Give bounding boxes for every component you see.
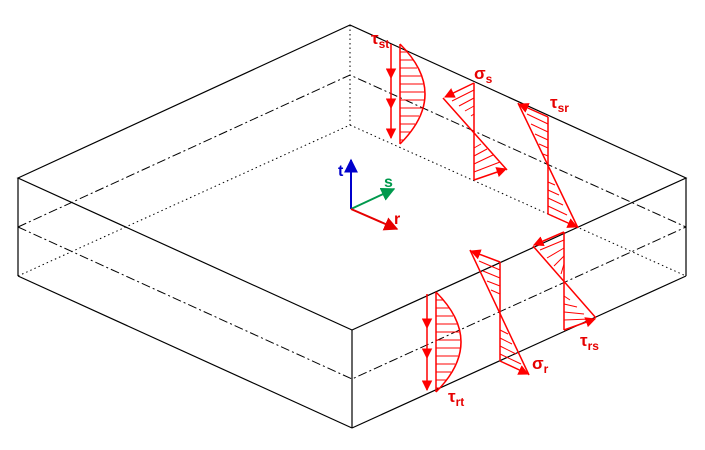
label-tau-rs: τrs bbox=[580, 331, 599, 353]
sigma-s-distribution bbox=[442, 82, 508, 181]
axis-r-arrow bbox=[350, 208, 399, 231]
tau-rt-hatching bbox=[436, 299, 460, 389]
plate-bottom-right-edge bbox=[351, 275, 687, 429]
sigma-s-hatching bbox=[451, 89, 501, 173]
axis-r-label: r bbox=[394, 211, 400, 228]
tau-st-hatching bbox=[400, 51, 424, 141]
axis-s-label: s bbox=[384, 174, 393, 191]
plate-hidden-edges bbox=[17, 25, 687, 277]
local-axes: t s r bbox=[338, 158, 400, 231]
label-tau-st: τst bbox=[371, 29, 389, 51]
tau-st-distribution bbox=[385, 43, 426, 145]
tau-rs-distribution bbox=[532, 231, 597, 331]
tau-sr-distribution bbox=[517, 102, 579, 229]
plate-solid-edges bbox=[16, 24, 688, 429]
sigma-r-hatching bbox=[478, 260, 522, 365]
tau-rs-hatching bbox=[539, 239, 591, 321]
tau-rt-distribution bbox=[421, 291, 462, 393]
label-sigma-r: σr bbox=[532, 354, 549, 376]
sigma-r-distribution bbox=[469, 249, 530, 376]
axis-s-arrow bbox=[350, 187, 396, 210]
plate-bottom-left-edge bbox=[17, 275, 353, 429]
tau-sr-hatching bbox=[526, 113, 568, 216]
plate-mid-surface bbox=[17, 74, 687, 380]
label-tau-rt: τrt bbox=[448, 387, 464, 409]
axis-t-label: t bbox=[338, 163, 344, 180]
label-tau-sr: τsr bbox=[550, 93, 569, 115]
label-sigma-s: σs bbox=[474, 64, 493, 86]
